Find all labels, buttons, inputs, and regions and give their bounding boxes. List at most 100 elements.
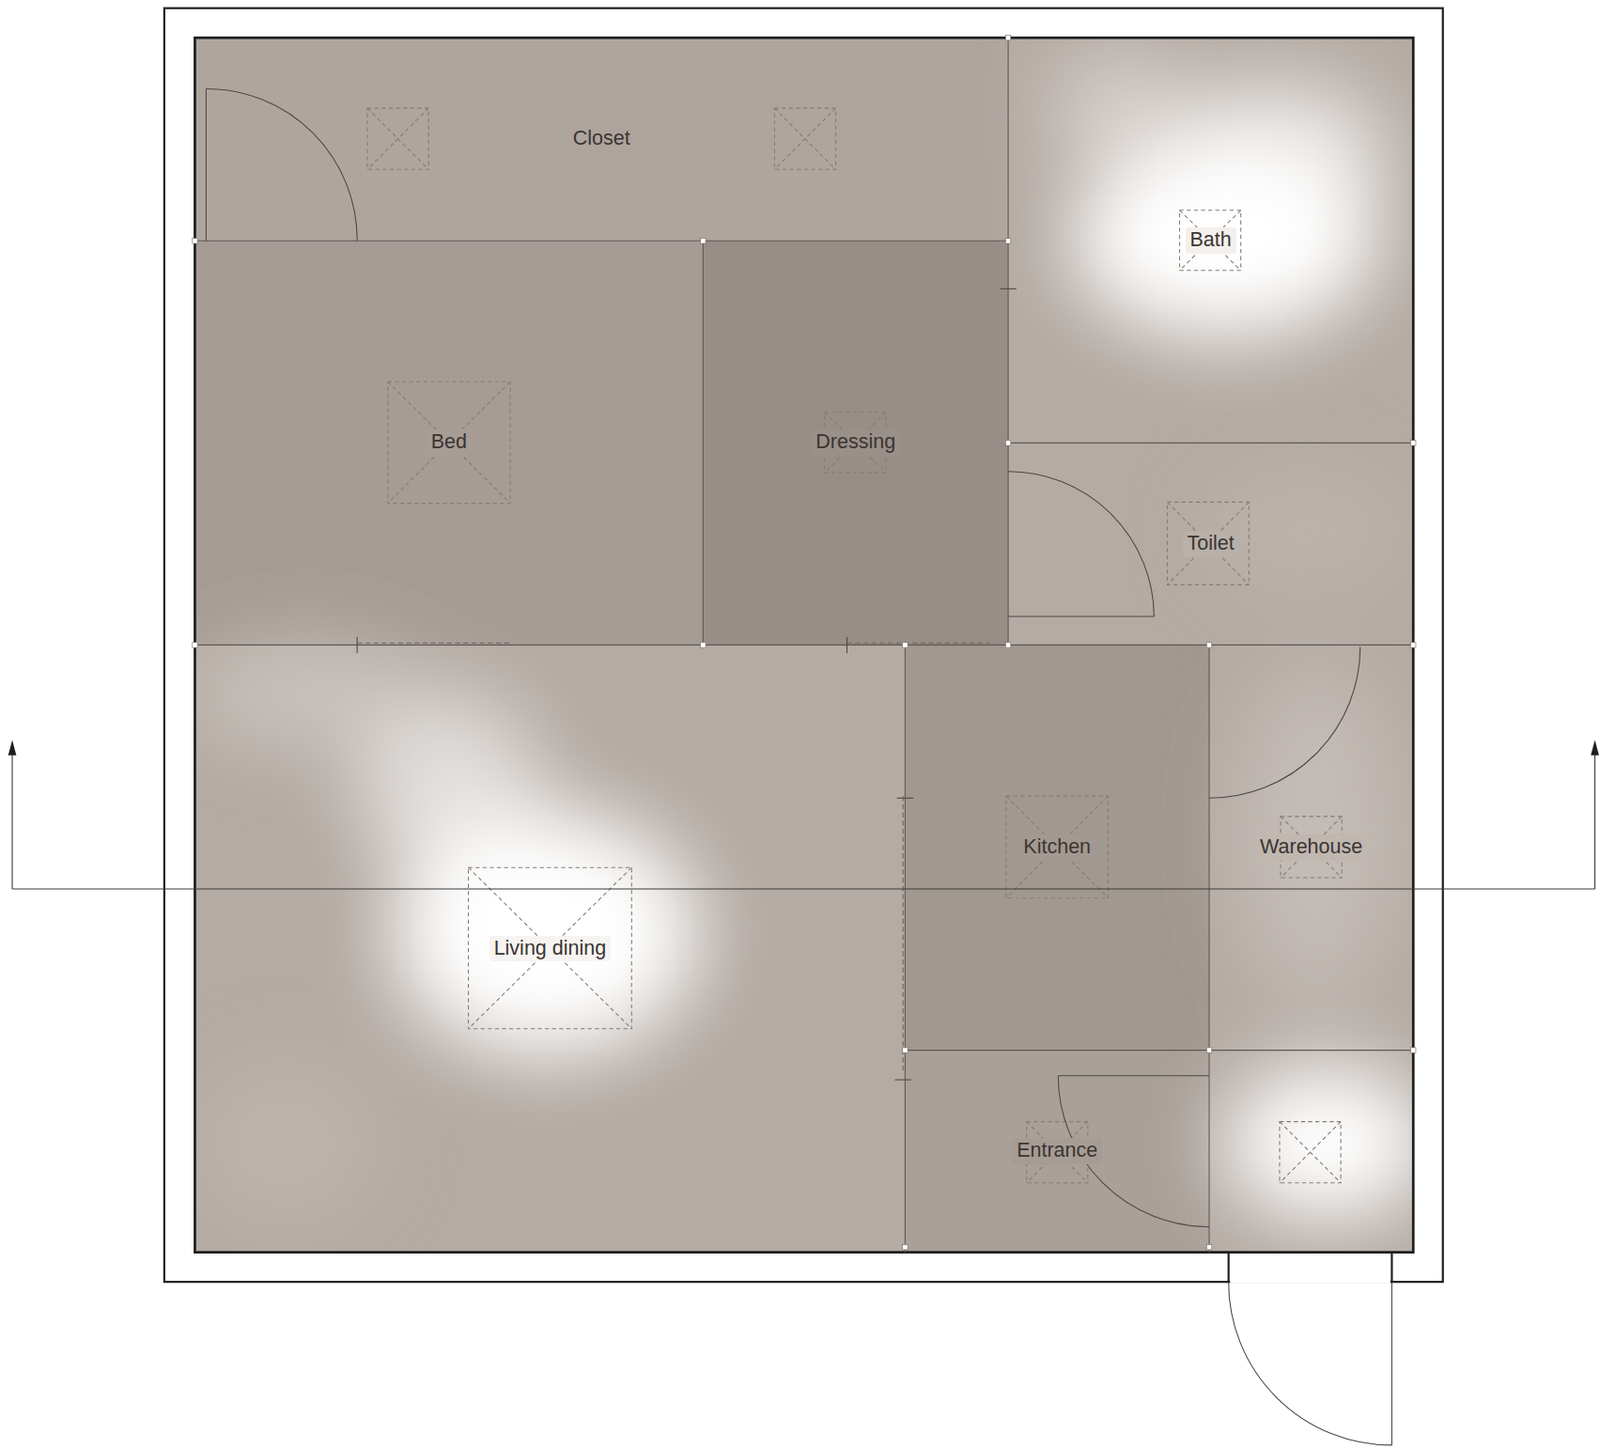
door-swing bbox=[1008, 471, 1154, 617]
skylight-cross bbox=[1166, 501, 1249, 585]
room-name: Living dining bbox=[489, 935, 612, 963]
room-area: Living dining bbox=[194, 644, 905, 1252]
room-area: Kitchen bbox=[904, 644, 1210, 1050]
skylight-cross bbox=[1279, 1121, 1341, 1183]
skylight-symbol bbox=[774, 108, 836, 170]
door-tick bbox=[897, 797, 914, 799]
skylight-cross bbox=[468, 867, 633, 1029]
door-tick bbox=[846, 636, 848, 653]
outer-wall bbox=[164, 8, 1444, 1282]
skylight-outline bbox=[774, 108, 836, 170]
joint-mark bbox=[1005, 34, 1010, 40]
door-tick bbox=[999, 288, 1016, 290]
room-area: Toilet bbox=[1008, 442, 1414, 645]
skylight-outline bbox=[468, 867, 633, 1029]
skylight-symbol bbox=[1166, 501, 1249, 585]
skylight-outline bbox=[1006, 795, 1109, 899]
door-tick bbox=[895, 1079, 912, 1081]
joint-mark bbox=[192, 238, 198, 244]
joint-mark bbox=[700, 642, 706, 648]
skylight-outline bbox=[1166, 501, 1249, 585]
skylight-cross bbox=[468, 867, 633, 1029]
shade-area bbox=[904, 1050, 1210, 1253]
partition-line bbox=[194, 644, 1414, 646]
room-area: Bed bbox=[194, 240, 703, 645]
skylight-cross bbox=[367, 108, 429, 170]
door-swing bbox=[1057, 1074, 1210, 1076]
shade-area bbox=[904, 644, 1210, 1050]
wall-jamb bbox=[1390, 1252, 1393, 1284]
door-swing bbox=[205, 88, 207, 241]
room-area: Closet bbox=[194, 37, 1009, 241]
partition-line bbox=[1008, 37, 1010, 645]
room-area: Dressing bbox=[702, 240, 1009, 645]
skylight-cross bbox=[1166, 501, 1249, 585]
skylight-outline bbox=[1279, 1121, 1341, 1183]
light-spots bbox=[194, 50, 1414, 1225]
room-name: Dressing bbox=[810, 429, 901, 456]
room-name: Closet bbox=[568, 125, 636, 153]
shade-area bbox=[194, 37, 1009, 241]
section-arrowhead bbox=[8, 739, 17, 755]
wall-jamb bbox=[1227, 1252, 1230, 1284]
sliding-track bbox=[846, 642, 990, 644]
door-tick bbox=[357, 636, 358, 653]
inner-wall bbox=[194, 37, 1414, 1252]
sliding-track bbox=[902, 795, 904, 1072]
joint-mark bbox=[902, 1243, 908, 1249]
room-name: Bed bbox=[426, 429, 472, 456]
room-name: Kitchen bbox=[1018, 834, 1096, 861]
skylight-outline bbox=[367, 108, 429, 170]
joint-mark bbox=[1005, 238, 1010, 244]
section-arrowhead bbox=[1590, 739, 1600, 755]
joint-mark bbox=[902, 1047, 908, 1053]
joint-mark bbox=[192, 642, 198, 648]
joint-mark bbox=[1411, 1047, 1416, 1053]
partition-line bbox=[1208, 644, 1210, 1252]
skylight-cross bbox=[774, 108, 836, 170]
joint-mark bbox=[1206, 1047, 1212, 1053]
skylight-cross bbox=[1180, 210, 1242, 271]
joint-mark bbox=[1005, 642, 1010, 648]
shading bbox=[194, 37, 1414, 1252]
shade-area bbox=[194, 240, 703, 645]
skylight-symbol bbox=[1180, 210, 1242, 271]
skylight-cross bbox=[1279, 1121, 1341, 1183]
joint-mark bbox=[902, 642, 908, 648]
door-swing bbox=[205, 88, 358, 241]
light-spot bbox=[1234, 663, 1399, 1010]
partition-line bbox=[904, 644, 906, 1252]
room-area: Warehouse bbox=[1209, 644, 1414, 1050]
light-spot bbox=[1163, 81, 1388, 225]
room-name: Bath bbox=[1185, 227, 1237, 254]
room-name: Toilet bbox=[1182, 530, 1240, 558]
light-spot bbox=[194, 1061, 377, 1226]
partition-line bbox=[904, 1049, 1414, 1051]
skylight-cross bbox=[1006, 795, 1109, 899]
skylight-outline bbox=[388, 381, 511, 503]
door-swing bbox=[1391, 1281, 1393, 1445]
light-spot bbox=[194, 642, 419, 746]
wall-opening bbox=[1229, 1253, 1391, 1283]
skylight-cross bbox=[774, 108, 836, 170]
skylight-cross bbox=[1180, 210, 1242, 271]
skylight-symbol bbox=[1279, 1121, 1341, 1183]
room-name: Warehouse bbox=[1255, 834, 1367, 861]
joint-mark bbox=[700, 238, 706, 244]
skylight-cross bbox=[1006, 795, 1109, 899]
skylight-symbol bbox=[1006, 795, 1109, 899]
joint-mark bbox=[1411, 440, 1416, 446]
skylight-outline bbox=[1180, 210, 1242, 271]
partition-line bbox=[194, 240, 1009, 242]
partition-line bbox=[702, 240, 704, 645]
joint-mark bbox=[1206, 1243, 1212, 1249]
shade-area bbox=[702, 240, 1009, 645]
room-area: Entrance bbox=[904, 1050, 1210, 1253]
door-swing bbox=[1008, 615, 1154, 617]
door-swing bbox=[1209, 647, 1361, 799]
skylight-cross bbox=[388, 381, 511, 503]
room-name: Entrance bbox=[1011, 1137, 1103, 1165]
light-spot bbox=[1224, 1066, 1414, 1220]
